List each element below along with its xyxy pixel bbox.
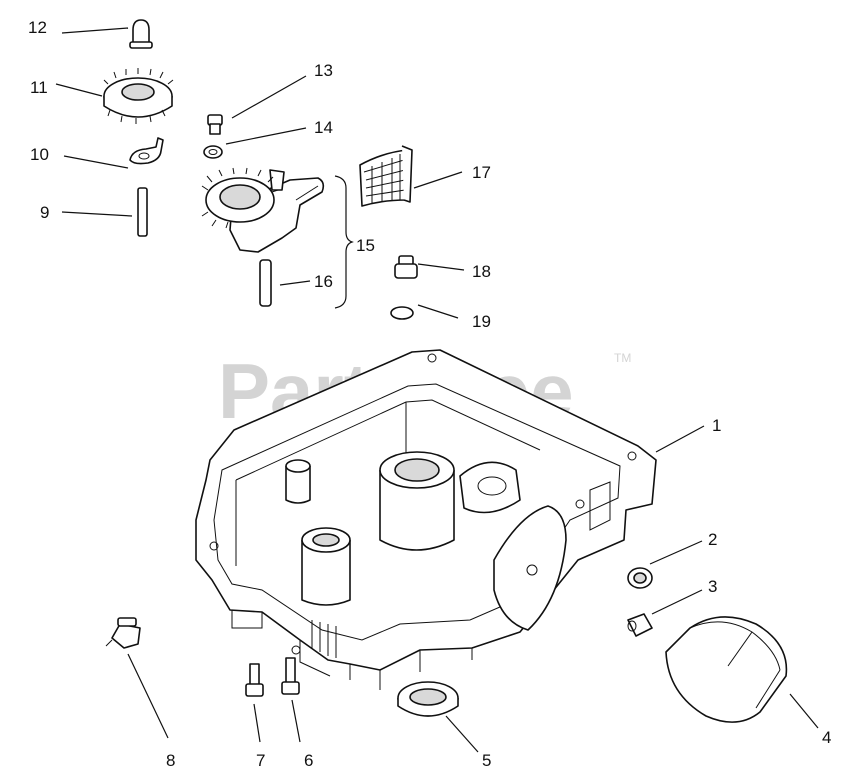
part-17-screen[interactable] bbox=[359, 145, 413, 207]
callout-15: 15 bbox=[356, 236, 375, 255]
callout-1: 1 bbox=[712, 416, 721, 435]
callout-3: 3 bbox=[708, 577, 717, 596]
callout-12: 12 bbox=[28, 18, 47, 37]
callout-8: 8 bbox=[166, 751, 175, 770]
callout-16: 16 bbox=[314, 272, 333, 291]
callout-10: 10 bbox=[30, 145, 49, 164]
callout-labels: 12 11 10 9 13 14 15 16 17 18 19 1 2 3 4 … bbox=[28, 18, 831, 770]
part-5-seal[interactable] bbox=[397, 681, 459, 717]
part-12-cap[interactable] bbox=[129, 19, 153, 49]
part-4-oil-filter[interactable] bbox=[665, 616, 788, 723]
callout-4: 4 bbox=[822, 728, 831, 747]
part-19-o-ring[interactable] bbox=[390, 306, 414, 320]
callout-2: 2 bbox=[708, 530, 717, 549]
part-6-bolt[interactable] bbox=[281, 657, 300, 695]
callout-19: 19 bbox=[472, 312, 491, 331]
callout-14: 14 bbox=[314, 118, 333, 137]
leader-lines bbox=[55, 27, 819, 753]
part-13-bolt[interactable] bbox=[207, 114, 223, 135]
part-14-washer[interactable] bbox=[203, 145, 223, 159]
part-2-bushing[interactable] bbox=[627, 567, 653, 589]
callout-7: 7 bbox=[256, 751, 265, 770]
callout-6: 6 bbox=[304, 751, 313, 770]
callout-17: 17 bbox=[472, 163, 491, 182]
part-1-crankcase[interactable] bbox=[195, 349, 657, 690]
part-9-pin[interactable] bbox=[137, 187, 148, 237]
part-10-bracket[interactable] bbox=[129, 137, 164, 165]
part-18-plug[interactable] bbox=[394, 255, 418, 279]
callout-5: 5 bbox=[482, 751, 491, 770]
part-11-gear[interactable] bbox=[103, 68, 174, 124]
part-15-oil-pump-assembly[interactable] bbox=[201, 167, 325, 253]
bracket-15 bbox=[334, 175, 354, 309]
part-16-shaft[interactable] bbox=[259, 259, 272, 307]
part-3-fitting[interactable] bbox=[627, 613, 653, 637]
callout-13: 13 bbox=[314, 61, 333, 80]
part-7-bolt[interactable] bbox=[245, 663, 264, 697]
callout-11: 11 bbox=[30, 78, 48, 97]
part-8-sensor[interactable] bbox=[105, 617, 141, 649]
callout-18: 18 bbox=[472, 262, 491, 281]
callout-9: 9 bbox=[40, 203, 49, 222]
watermark-trademark: TM bbox=[614, 351, 631, 365]
